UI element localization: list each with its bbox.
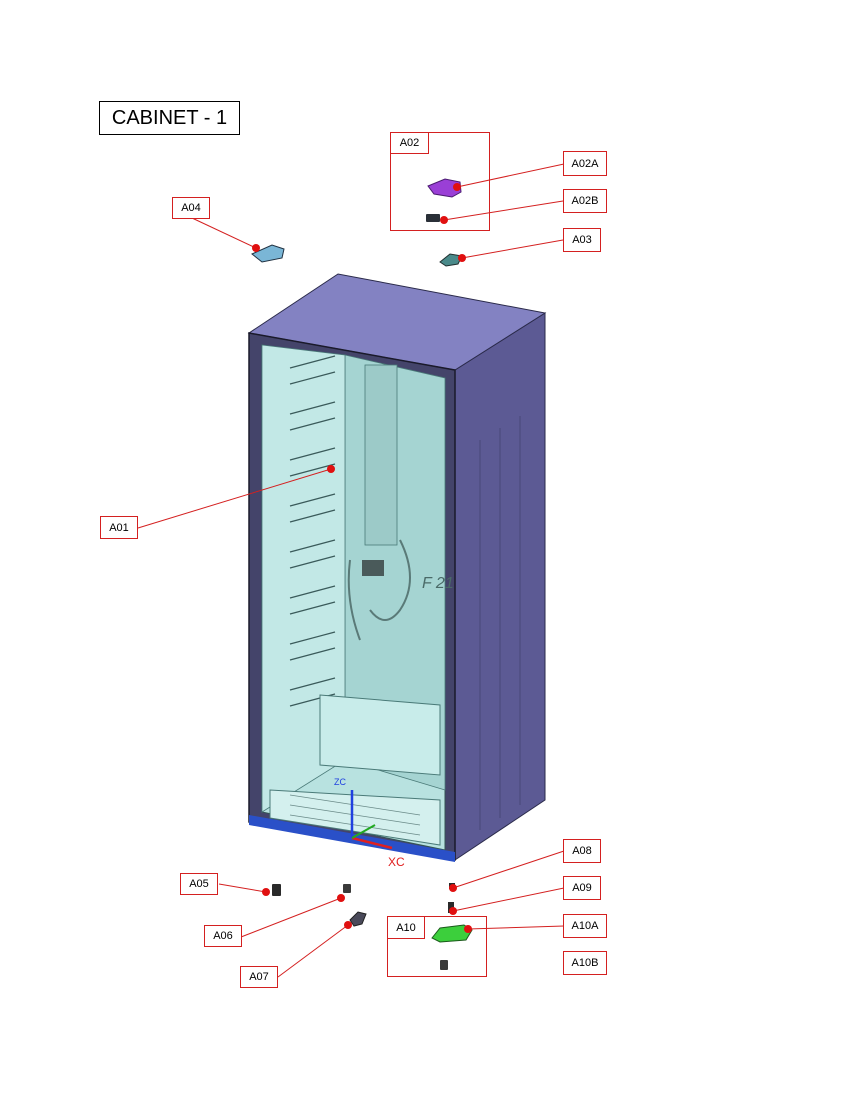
leader-a02b	[443, 200, 564, 221]
part-a09	[448, 902, 454, 913]
part-a02b	[426, 214, 440, 222]
marker-a02a	[453, 183, 461, 191]
floor-grid	[289, 794, 421, 836]
callout-a07: A07	[240, 966, 278, 988]
leader-a07	[277, 924, 349, 978]
callout-a10: A10	[387, 916, 425, 939]
page-title: CABINET - 1	[99, 101, 240, 135]
leader-a06	[240, 897, 342, 938]
marker-a06	[337, 894, 345, 902]
leader-a03	[461, 239, 564, 259]
leader-a10a	[467, 925, 565, 930]
marker-a01	[327, 465, 335, 473]
marker-a04	[252, 244, 260, 252]
tubing	[347, 539, 411, 641]
axis-indicator: XC ZC	[334, 777, 405, 869]
callout-a09: A09	[563, 876, 601, 900]
callout-a02b: A02B	[563, 189, 607, 213]
leader-a05	[218, 883, 267, 893]
marker-a09	[449, 907, 457, 915]
marker-a02b	[440, 216, 448, 224]
callout-a02: A02	[390, 132, 429, 154]
part-a04	[251, 244, 285, 263]
part-a10b	[440, 960, 448, 970]
embossed-text: F 21	[422, 575, 454, 592]
callout-a02a: A02A	[563, 151, 607, 176]
leader-a01	[137, 468, 332, 529]
shelf-rails	[289, 355, 336, 707]
part-a10a	[431, 924, 473, 943]
marker-a05	[262, 888, 270, 896]
callout-a10a: A10A	[563, 914, 607, 938]
part-a06	[343, 884, 351, 893]
callout-a05: A05	[180, 873, 218, 895]
crisper-drawer	[319, 694, 441, 776]
part-a05	[272, 884, 281, 896]
leader-a02a	[456, 163, 565, 188]
marker-dots	[252, 183, 472, 933]
group-box-a10	[387, 916, 487, 977]
marker-a10a	[464, 925, 472, 933]
callout-a10b: A10B	[563, 951, 607, 975]
leader-a09	[452, 887, 565, 912]
leader-a08	[452, 850, 565, 889]
marker-a07	[344, 921, 352, 929]
callout-a04: A04	[172, 197, 210, 219]
marker-a08	[449, 884, 457, 892]
back-duct	[364, 364, 398, 546]
axis-x-label: XC	[388, 855, 405, 869]
leader-lines	[137, 163, 565, 978]
axis-z-label: ZC	[334, 777, 346, 787]
group-box-a02	[390, 132, 490, 231]
part-a07	[349, 911, 367, 927]
part-a02a	[427, 178, 462, 198]
callout-a03: A03	[563, 228, 601, 252]
callout-a01: A01	[100, 516, 138, 539]
control-box	[362, 560, 384, 576]
cabinet-body: F 21	[247, 273, 547, 862]
axis-x-line	[351, 836, 393, 850]
side-panel-detail	[479, 416, 521, 830]
callout-a06: A06	[204, 925, 242, 947]
leader-a04	[191, 217, 257, 249]
marker-a03	[458, 254, 466, 262]
callout-a08: A08	[563, 839, 601, 863]
axis-y-line	[351, 824, 376, 839]
